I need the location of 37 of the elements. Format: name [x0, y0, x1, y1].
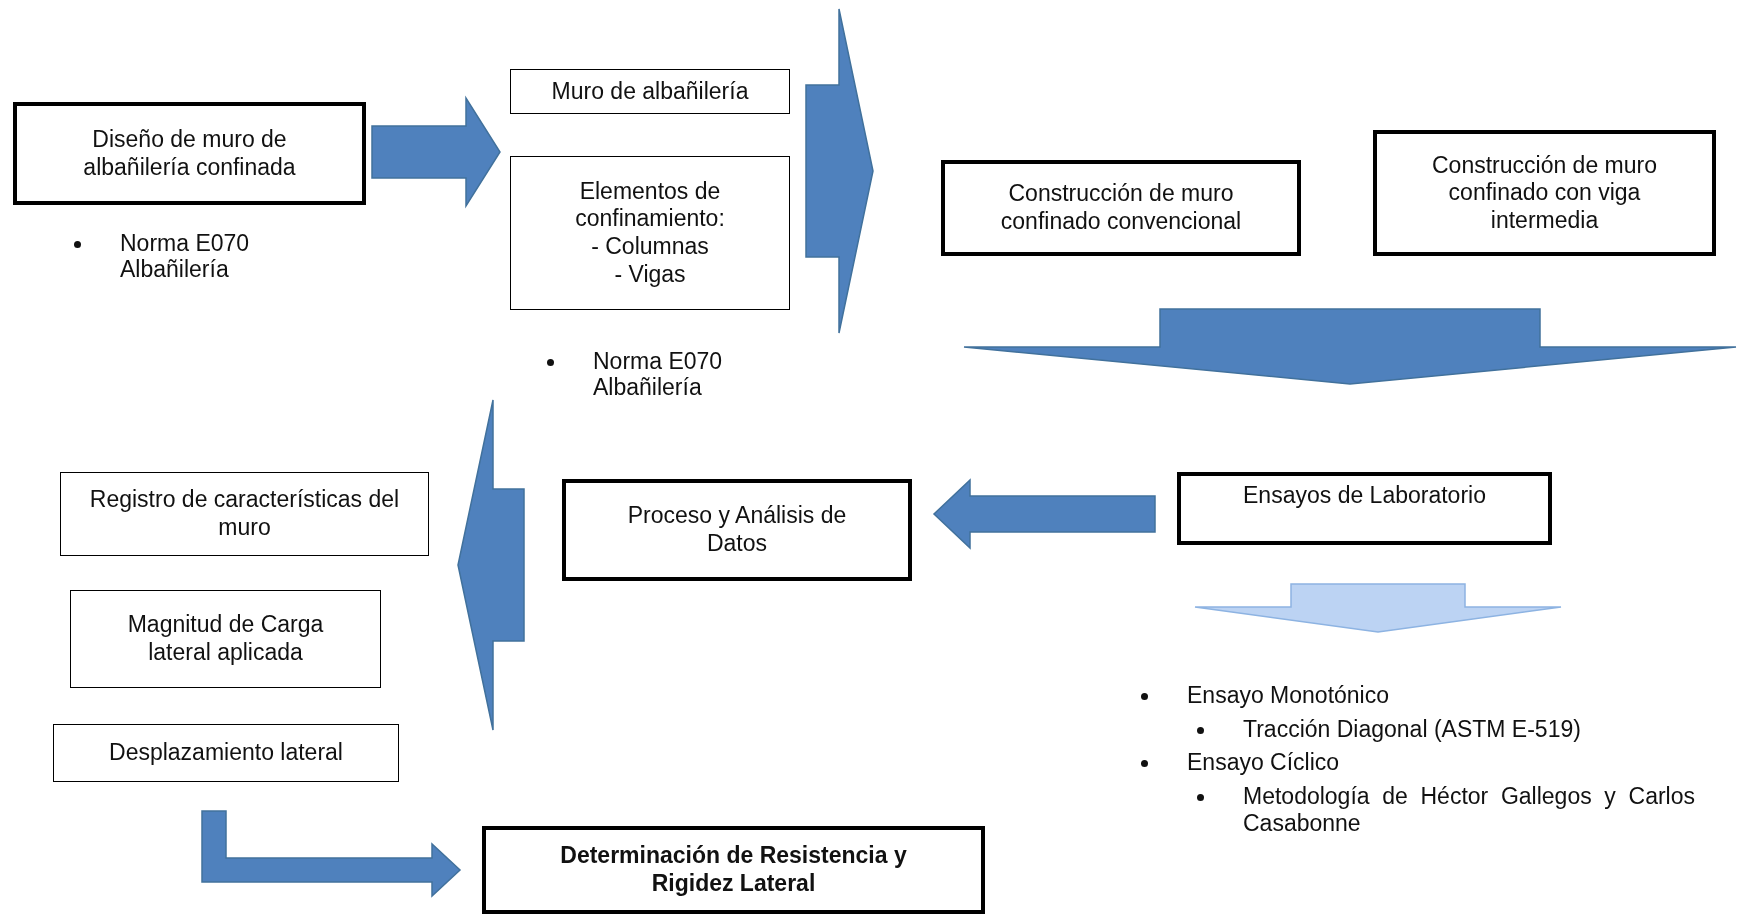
box-label: Desplazamiento lateral — [109, 739, 343, 767]
process-box — [482, 826, 985, 914]
box-label: - Columnas — [591, 233, 709, 261]
box-label: - Vigas — [614, 260, 686, 289]
bullet-item: Ensayo Monotónico — [1130, 682, 1695, 710]
process-box — [53, 724, 399, 782]
process-box — [1373, 130, 1716, 256]
box-label: Ensayos de Laboratorio — [1243, 482, 1486, 510]
process-box — [13, 102, 366, 205]
box-label: Muro de albañilería — [551, 77, 749, 106]
block-arrow — [963, 308, 1737, 385]
process-box — [510, 69, 790, 114]
box-label: Construcción de muro confinado con viga intermedia — [1431, 151, 1658, 235]
block-arrow — [457, 399, 525, 731]
bullet-item: Norma E070 Albañilería — [60, 230, 260, 283]
block-arrow — [805, 8, 874, 334]
bullet-item: Tracción Diagonal (ASTM E-519) — [1130, 715, 1695, 744]
block-arrow — [932, 478, 1156, 550]
bullet-item: Norma E070 Albañilería — [533, 348, 733, 401]
box-label: Determinación de Resistencia y Rigidez Lateral — [559, 842, 908, 898]
process-box — [60, 472, 429, 556]
box-label: Magnitud de Carga lateral aplicada — [126, 611, 325, 667]
box-label: Proceso y Análisis de Datos — [626, 502, 848, 558]
process-box — [70, 590, 381, 688]
process-box — [1177, 472, 1552, 545]
box-label: Elementos de confinamiento: — [574, 177, 726, 233]
bullet-item: Metodología de Héctor Gallegos y Carlos Casabonne — [1130, 782, 1695, 838]
block-arrow — [371, 95, 501, 209]
process-box — [941, 160, 1301, 256]
box-label: Construcción de muro confinado convencional — [999, 180, 1243, 236]
block-arrow — [1194, 583, 1562, 633]
block-arrow — [201, 810, 462, 898]
process-box — [562, 479, 912, 581]
bullet-item: Ensayo Cíclico — [1130, 749, 1695, 777]
box-label: Registro de características del muro — [88, 486, 401, 542]
process-box — [510, 156, 790, 310]
box-label: Diseño de muro de albañilería confinada — [82, 125, 297, 182]
